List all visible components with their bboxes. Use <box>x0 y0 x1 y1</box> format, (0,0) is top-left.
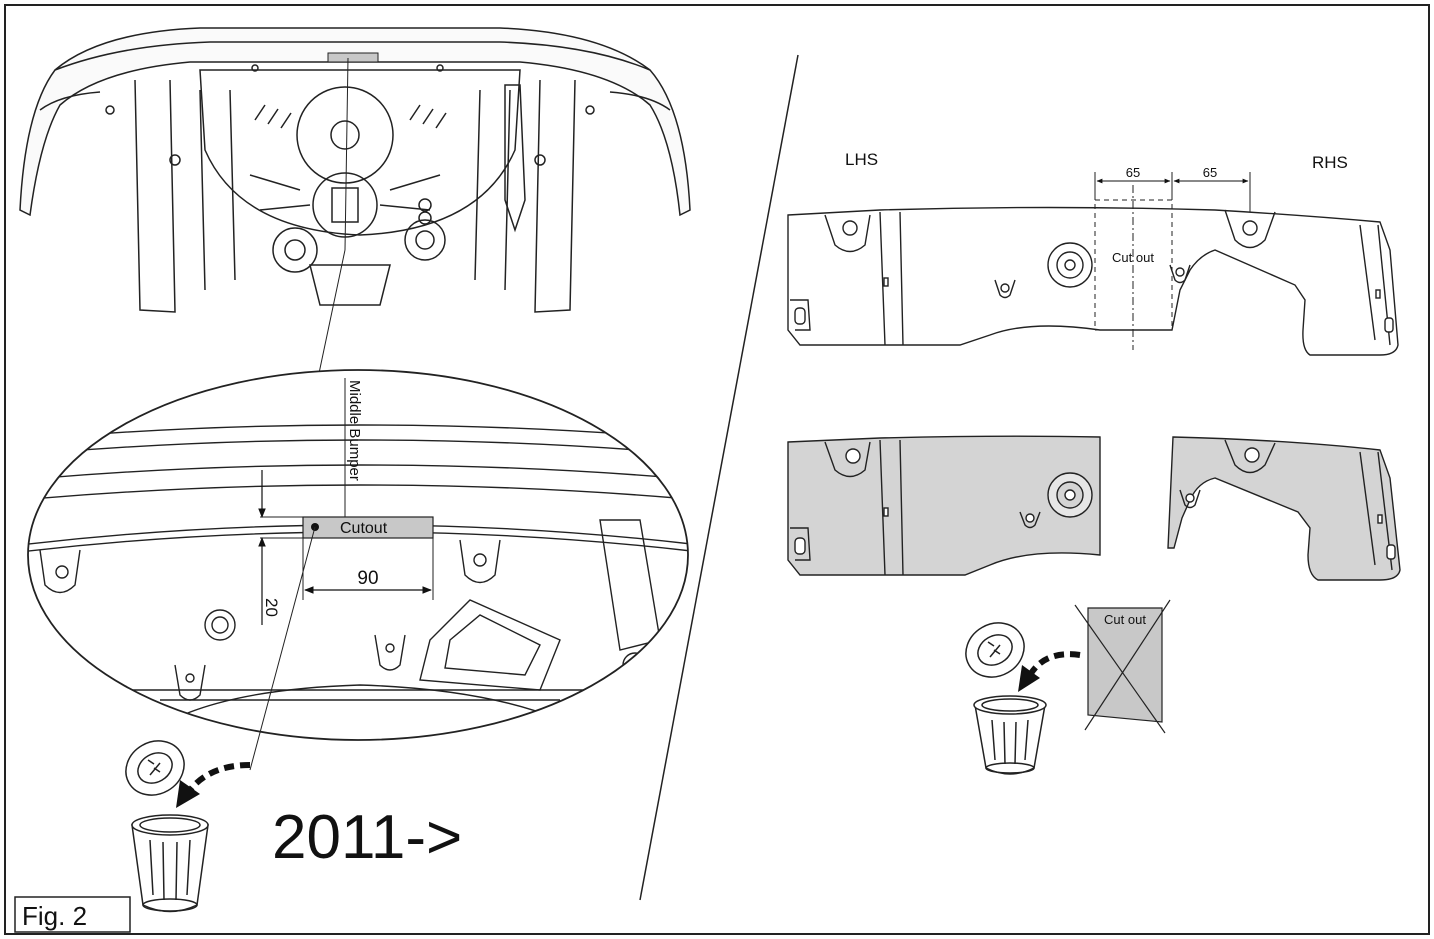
discard-arrow-right <box>1018 651 1081 692</box>
discard-cutout-label: Cut out <box>1104 612 1146 627</box>
middle-bumper-label: Middle Bumper <box>346 380 363 481</box>
bumper-cutout-rect <box>302 516 434 539</box>
leader-line-top <box>344 57 349 251</box>
dim-90-label: 90 <box>357 568 378 589</box>
dim-65-left-label: 65 <box>1126 165 1140 180</box>
detail-ellipse: Cutout Middle Bumper 20 90 <box>27 369 689 741</box>
cutout-label: Cutout <box>340 520 388 537</box>
dim-20-label: 20 <box>262 598 281 617</box>
divider-line <box>639 54 799 901</box>
figure-label-box <box>14 896 131 933</box>
cutout-label-right: Cut out <box>1112 250 1154 265</box>
undertray-panel-rhs-cut <box>1167 436 1401 581</box>
undertray-panel-lhs-cut <box>787 435 1101 576</box>
trash-bin-icon-right <box>965 622 1047 775</box>
car-cutout-mark <box>327 52 379 63</box>
year-label: 2011-> <box>272 803 462 872</box>
dim-65-right-label: 65 <box>1203 165 1217 180</box>
car-rear-view <box>19 27 691 313</box>
leader-line-ellipse <box>317 249 346 379</box>
rhs-label: RHS <box>1312 153 1348 172</box>
leader-line-discard <box>249 526 316 771</box>
discarded-cutout: Cut out <box>1074 599 1171 734</box>
discard-arrow-left <box>176 762 251 808</box>
trash-bin-icon <box>125 740 209 913</box>
undertray-panel-full <box>787 206 1399 356</box>
lhs-label: LHS <box>845 150 878 169</box>
figure-frame <box>4 4 1430 935</box>
figure-label: Fig. 2 <box>22 901 87 931</box>
